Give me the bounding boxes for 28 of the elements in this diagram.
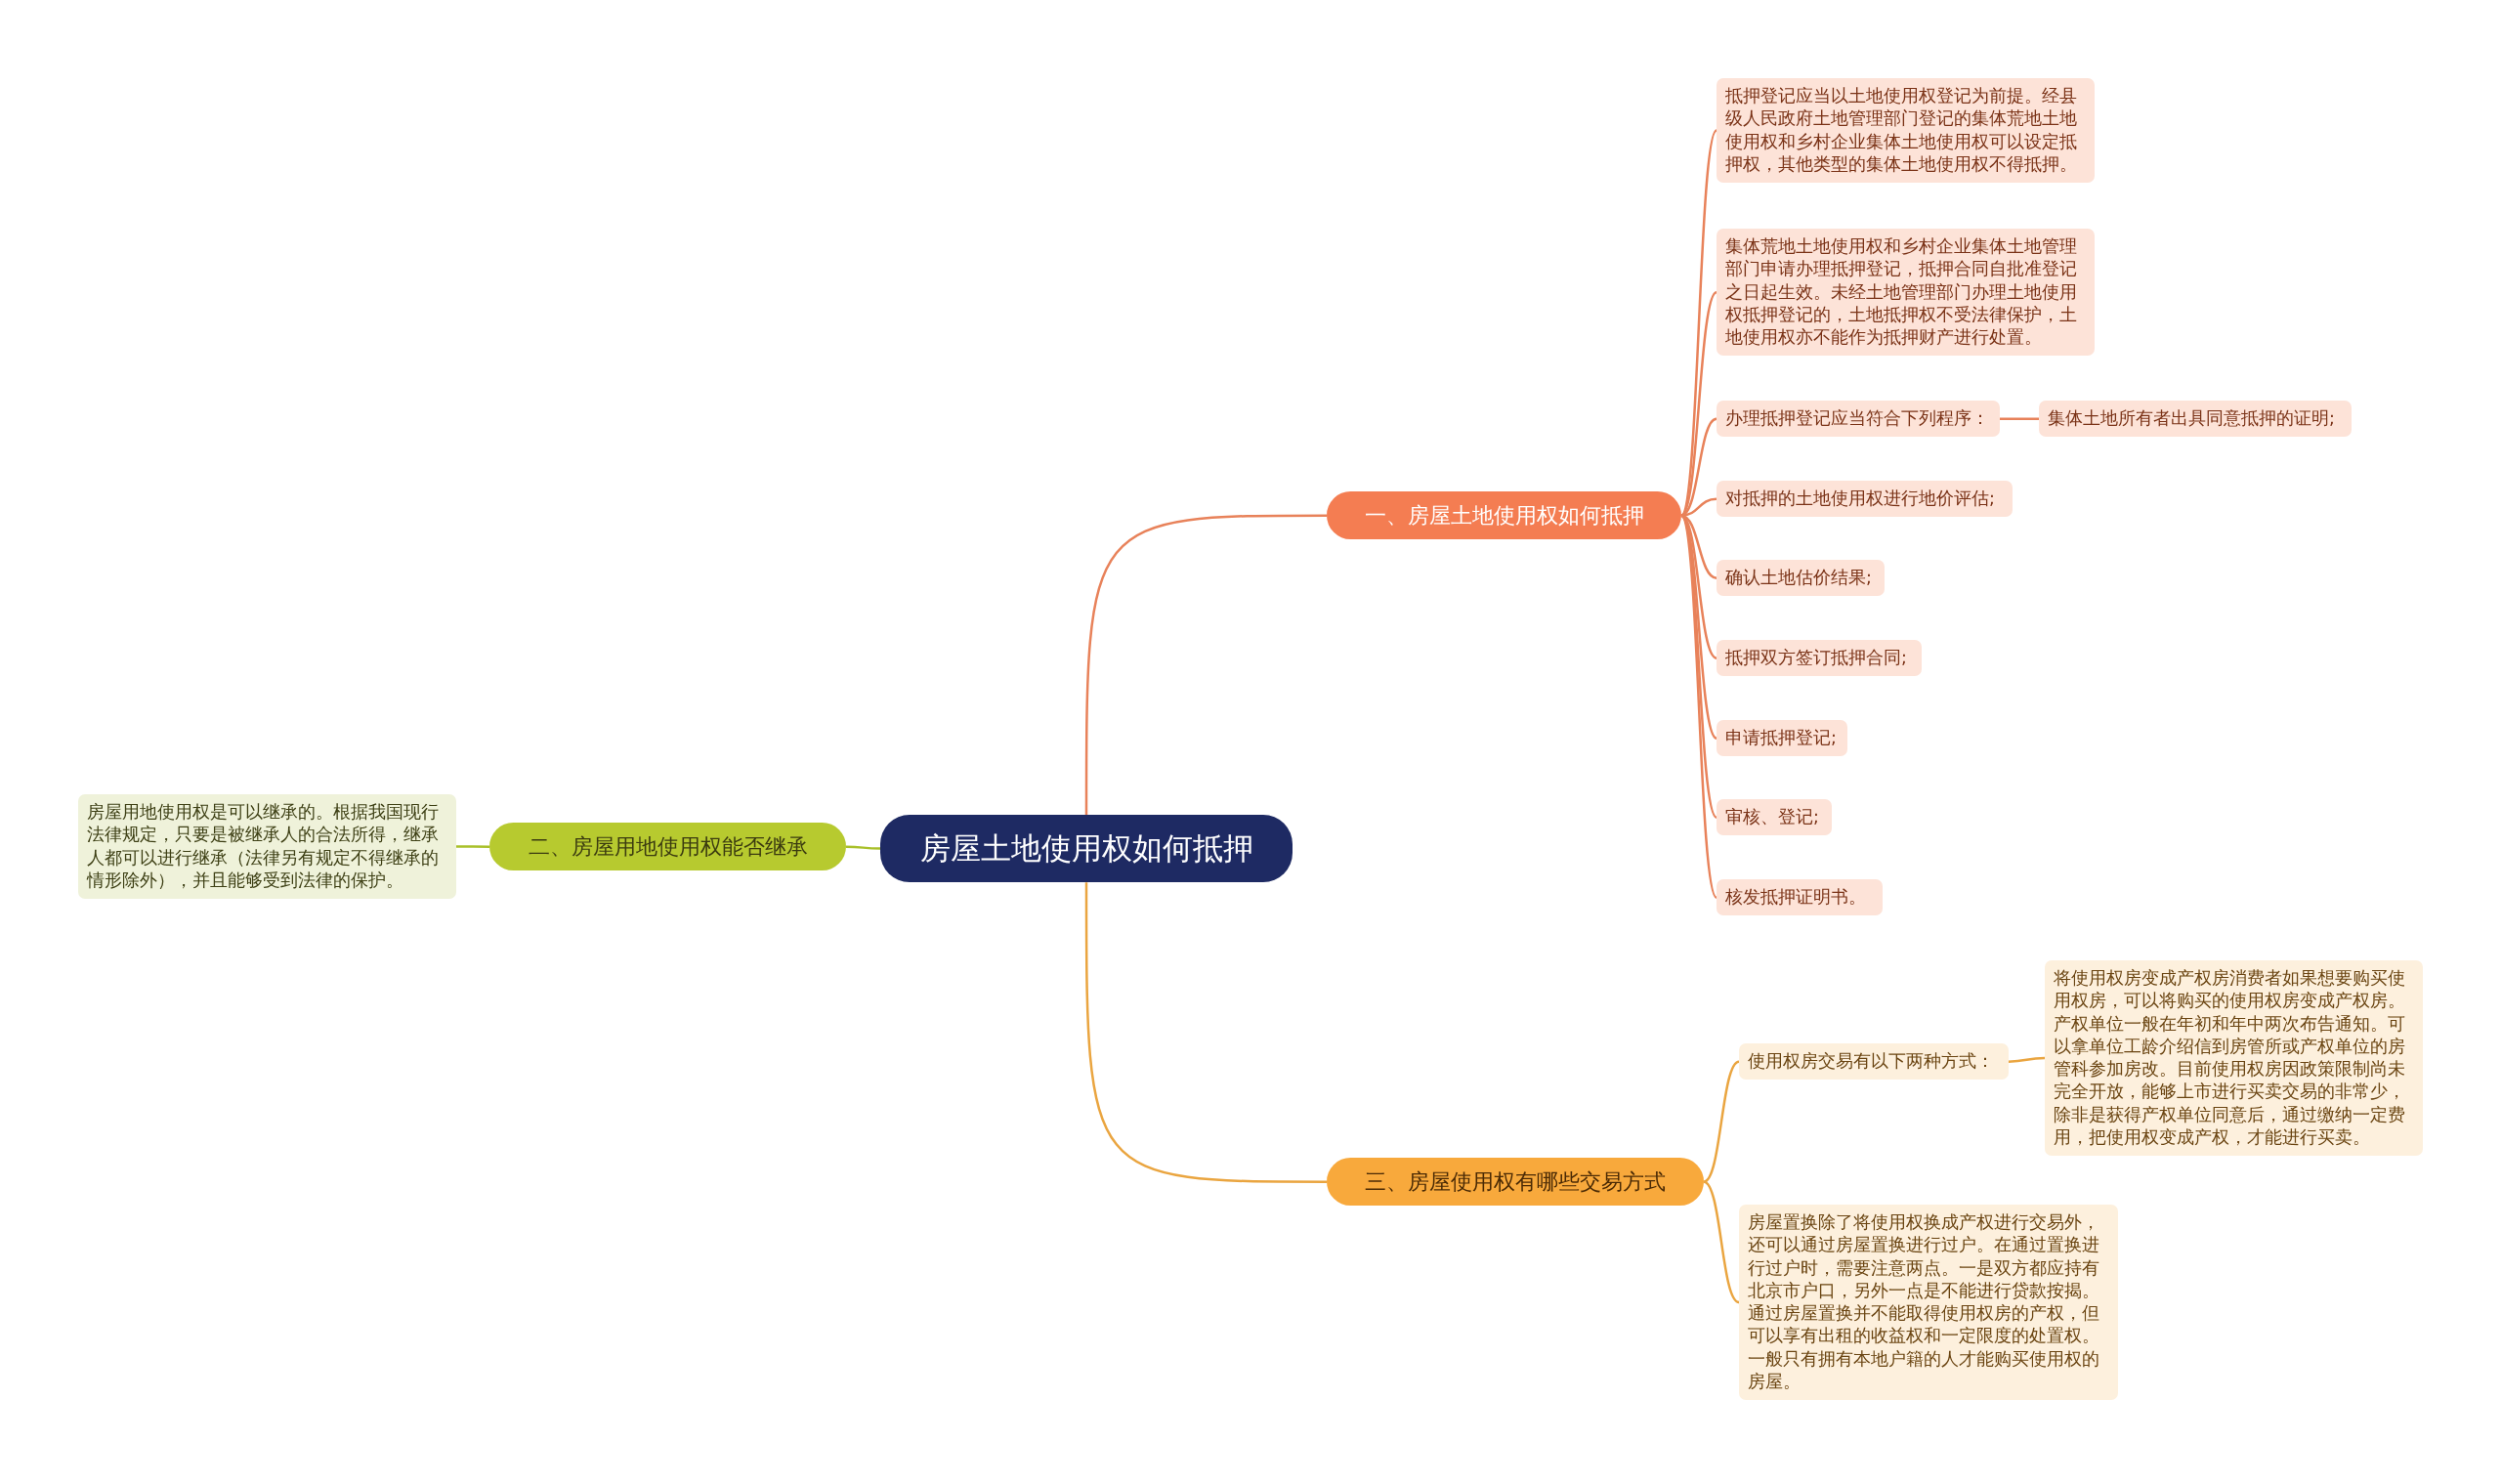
connector-line: [1084, 882, 1327, 1183]
connector-line: [2000, 417, 2039, 420]
subtopic-text: 办理抵押登记应当符合下列程序：: [1717, 401, 2000, 438]
subtopic-text: 集体荒地土地使用权和乡村企业集体土地管理部门申请办理抵押登记，抵押合同自批准登记之日起生效。未经土地管理部门办理土地使用权抵押登记的，土地抵押权不受法律保护，土地使用权亦不能作为抵押财产进行处置。: [1717, 229, 2095, 357]
branch-topic: 一、房屋土地使用权如何抵押: [1327, 491, 1681, 540]
connector-line: [456, 845, 489, 848]
subtopic-text: 对抵押的土地使用权进行地价评估;: [1717, 481, 2013, 518]
central-topic: 房屋土地使用权如何抵押: [880, 815, 1293, 883]
branch-topic: 二、房屋用地使用权能否继承: [489, 823, 846, 871]
connector-line: [1679, 515, 1718, 899]
connector-line: [1703, 1180, 1740, 1304]
subtopic-text: 集体土地所有者出具同意抵押的证明;: [2039, 401, 2352, 438]
connector-line: [1680, 291, 1717, 517]
subtopic-text: 核发抵押证明书。: [1717, 879, 1883, 916]
subtopic-text: 审核、登记;: [1717, 799, 1832, 836]
subtopic-text: 房屋置换除了将使用权换成产权进行交易外，还可以通过房屋置换进行过户。在通过置换进行过户时，需要注意两点。一是双方都应持有北京市户口，另外一点是不能进行贷款按揭。通过房屋置换并不能取得使用权房的产权，但可以享有出租的收益权和一定限度的处置权。一般只有拥有本地户籍的人才能购买使用权的房屋。: [1739, 1205, 2118, 1401]
connector-line: [846, 845, 880, 850]
subtopic-text: 抵押双方签订抵押合同;: [1717, 640, 1922, 677]
subtopic-text: 使用权房交易有以下两种方式：: [1739, 1043, 2009, 1081]
subtopic-text: 将使用权房变成产权房消费者如果想要购买使用权房，可以将购买的使用权房变成产权房。产权单位一般在年初和年中两次布告通知。可以拿单位工龄介绍信到房管所或产权单位的房管科参加房改。目前使用权房因政策限制尚未完全开放，能够上市进行买卖交易的非常少，除非是获得产权单位同意后，通过缴纳一定费用，把使用权变成产权，才能进行买卖。: [2045, 960, 2423, 1157]
connector-line: [2009, 1056, 2046, 1063]
subtopic-text: 抵押登记应当以土地使用权登记为前提。经县级人民政府土地管理部门登记的集体荒地土地使用权和乡村企业集体土地使用权可以设定抵押权，其他类型的集体土地使用权不得抵押。: [1717, 78, 2095, 184]
connector-line: [1703, 1060, 1740, 1183]
subtopic-text: 申请抵押登记;: [1717, 720, 1847, 757]
subtopic-text: 确认土地估价结果;: [1717, 560, 1885, 597]
subtopic-text: 房屋用地使用权是可以继承的。根据我国现行法律规定，只要是被继承人的合法所得，继承人都可以进行继承（法律另有规定不得继承的情形除外），并且能够受到法律的保护。: [78, 794, 456, 900]
connector-line: [1084, 514, 1327, 815]
branch-topic: 三、房屋使用权有哪些交易方式: [1327, 1158, 1704, 1207]
